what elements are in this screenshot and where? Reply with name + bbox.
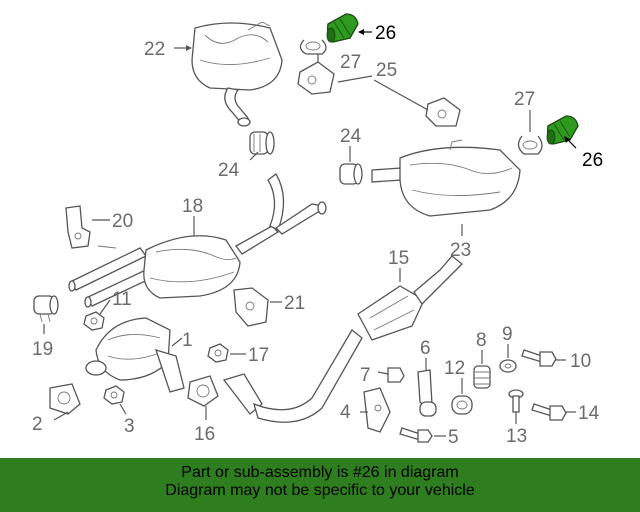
part-18-center-muffler-pipe[interactable] [68,173,327,308]
part-26-tailpipe-tip-right[interactable] [546,115,579,145]
part-7-stud[interactable] [387,367,405,383]
callout-21: 21 [284,293,305,314]
callout-12: 12 [444,358,465,379]
banner-line-2: Diagram may not be specific to your vehi… [165,482,475,499]
part-13-stud[interactable] [508,389,524,413]
callout-4: 4 [340,402,351,423]
callout-9: 9 [502,324,513,345]
callout-7: 7 [360,365,371,386]
part-21-bracket[interactable] [233,287,269,327]
part-9-washer[interactable] [499,359,517,373]
callout-26-upper: 26 [375,23,396,44]
part-6-hanger[interactable] [417,369,437,417]
callout-2: 2 [32,414,43,435]
callout-17: 17 [248,345,269,366]
callout-11: 11 [112,289,132,310]
callout-16: 16 [194,424,215,445]
callout-10: 10 [570,351,591,372]
callout-19: 19 [32,339,53,360]
part-26-tailpipe-tip-upper[interactable] [326,13,359,43]
callout-15: 15 [388,248,409,269]
callout-5: 5 [448,427,459,448]
callout-8: 8 [476,330,487,351]
callout-26-right: 26 [582,150,603,171]
callout-3: 3 [124,416,135,437]
callout-13: 13 [506,426,527,447]
callout-20: 20 [112,211,133,232]
info-banner: Part or sub-assembly is #26 in diagram D… [0,458,640,512]
part-4-bracket[interactable] [363,387,391,433]
callout-18: 18 [182,196,203,217]
banner-line-1: Part or sub-assembly is #26 in diagram [181,464,459,481]
part-11-nut[interactable] [83,311,105,331]
part-15-front-pipe-converter[interactable] [222,255,463,423]
part-17-nut[interactable] [207,343,229,363]
part-2-gasket[interactable] [49,383,81,415]
part-24-clamp-upper[interactable] [249,131,275,155]
part-5-bolt[interactable] [399,427,433,443]
part-25-bracket[interactable] [297,61,461,127]
callout-24-middle: 24 [340,126,362,147]
part-27-clamp-upper[interactable] [299,39,327,55]
callout-27-upper: 27 [340,52,361,73]
leader-lines [43,29,577,437]
callout-1: 1 [182,330,193,351]
exhaust-parts-diagram: 22 24 26 27 25 27 26 24 23 18 20 19 11 2… [32,13,603,448]
part-10-bolt[interactable] [521,349,557,367]
part-12-grommet[interactable] [451,395,473,415]
callout-23: 23 [450,240,471,261]
part-20-hanger-bracket[interactable] [65,205,117,249]
part-27-clamp-right[interactable] [517,135,543,155]
part-24-clamp-middle[interactable] [339,163,363,185]
callout-25: 25 [376,60,397,81]
callout-22: 22 [144,39,165,60]
part-23-rear-silencer[interactable] [371,139,521,217]
part-22-rear-muffler[interactable] [191,21,283,127]
part-1-catalytic-converter[interactable] [85,317,185,393]
callout-labels: 22 24 26 27 25 27 26 24 23 18 20 19 11 2… [32,23,603,448]
part-16-gasket[interactable] [187,375,219,407]
part-19-clamp[interactable] [33,295,59,323]
callout-27-right: 27 [514,89,535,110]
part-8-rubber-mount[interactable] [473,365,491,389]
part-3-nut[interactable] [103,385,125,405]
callout-14: 14 [578,403,600,424]
callout-6: 6 [420,338,431,359]
callout-24-upper: 24 [218,160,240,181]
part-14-bolt[interactable] [531,403,567,421]
